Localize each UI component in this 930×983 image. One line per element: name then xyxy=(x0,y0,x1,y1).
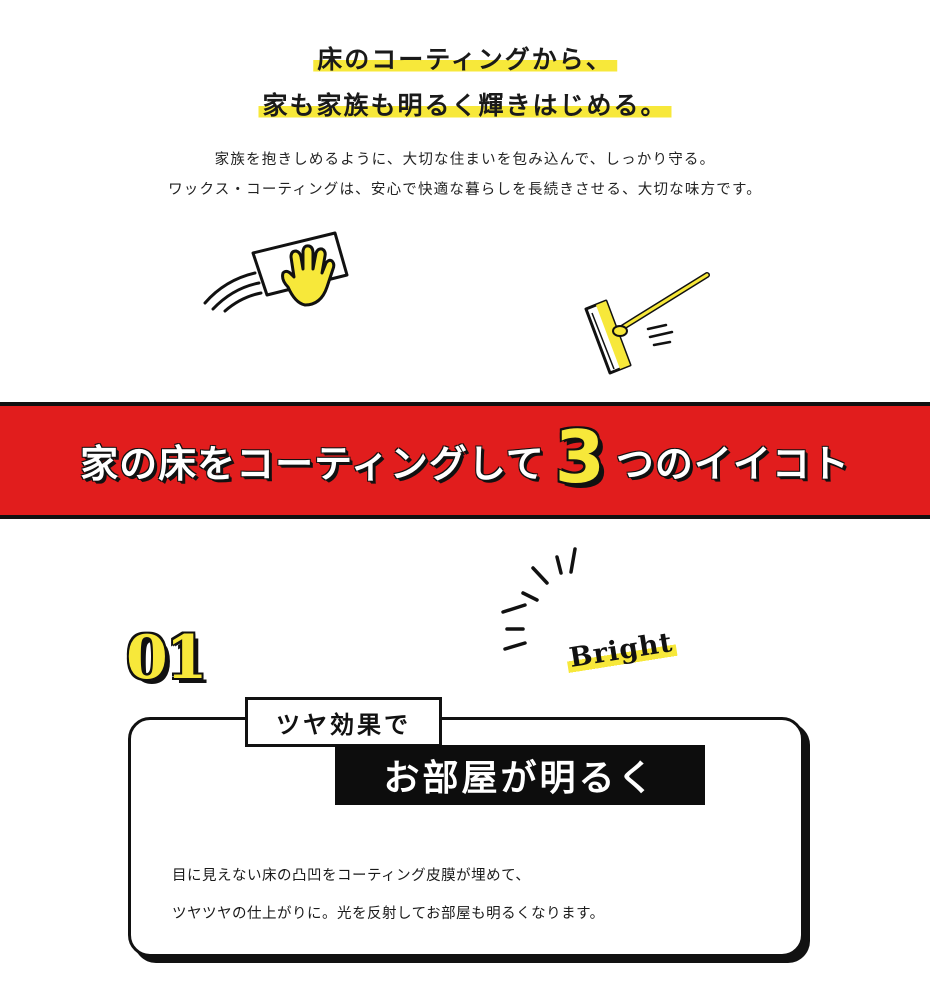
feature-tag: ツヤ効果で xyxy=(245,697,442,747)
light-rays-icon xyxy=(501,547,577,651)
banner-number: 3 xyxy=(554,414,606,499)
banner-heading: 家の床をコーティングして 3 つのイイコト xyxy=(0,406,930,515)
banner-text-after: つのイイコト xyxy=(615,442,850,486)
lead-line-1: 家族を抱きしめるように、大切な住まいを包み込んで、しっかり守る。 xyxy=(214,152,716,168)
feature-title: お部屋が明るく xyxy=(335,745,705,805)
banner-text-before: 家の床をコーティングして xyxy=(80,442,545,486)
hand-wiping-cloth-icon xyxy=(203,231,349,313)
feature-body-line-2: ツヤツヤの仕上がりに。光を反射してお部屋も明るくなります。 xyxy=(172,906,605,922)
feature-number: 01 xyxy=(126,623,207,693)
lead-line-2: ワックス・コーティングは、安心で快適な暮らしを長続きさせる、大切な味方です。 xyxy=(168,182,762,198)
three-benefits-banner: 家の床をコーティングして 3 つのイイコト xyxy=(0,402,930,519)
feature-body-line-1: 目に見えない床の凸凹をコーティング皮膜が埋めて、 xyxy=(172,868,531,884)
headline-line-2: 家も家族も明るく輝きはじめる。 xyxy=(258,86,672,122)
floor-mop-icon xyxy=(584,272,710,375)
headline-line-1: 床のコーティングから、 xyxy=(313,40,617,76)
